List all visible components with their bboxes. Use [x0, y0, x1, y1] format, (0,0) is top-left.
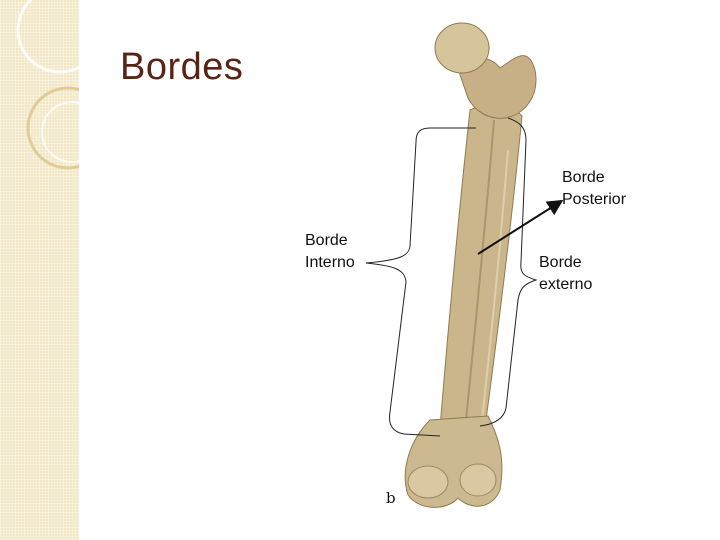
- arrow-posterior: [477, 199, 564, 255]
- brace-interno: [365, 127, 476, 437]
- femur-neck: [454, 55, 537, 119]
- brace-externo: [479, 117, 538, 427]
- decorative-circles: [16, 0, 79, 170]
- femur-head: [434, 22, 490, 74]
- decorative-side-strip: [0, 0, 79, 540]
- label-borde-posterior: Borde Posterior: [562, 169, 627, 208]
- label-borde-interno: Borde Interno: [305, 232, 355, 271]
- label-borde-externo: Borde externo: [539, 254, 593, 293]
- label-corner-mark: b: [386, 489, 396, 507]
- slide-title: Bordes: [120, 46, 244, 88]
